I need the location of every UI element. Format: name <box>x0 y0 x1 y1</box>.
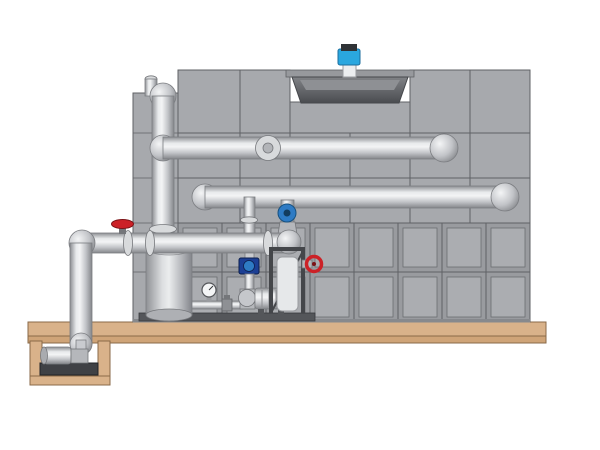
riser-pipe <box>144 75 177 239</box>
drop-pipes <box>240 196 298 239</box>
red-butterfly-handle <box>111 219 134 229</box>
sump-pit <box>29 340 111 386</box>
device-body <box>337 48 361 66</box>
tank-base-shadow <box>133 319 530 323</box>
concrete-slab <box>27 321 547 344</box>
sump-pump <box>40 339 89 365</box>
device-cap <box>341 44 357 51</box>
red-handwheel-valve <box>304 254 324 274</box>
vertical-suction-pipe <box>69 242 93 356</box>
upper-distribution-pipe <box>149 133 459 163</box>
small-valve <box>221 298 233 312</box>
equipment-frame <box>269 247 324 314</box>
float-device <box>337 44 361 78</box>
pipe-elbow <box>490 182 520 212</box>
skid-base <box>138 312 316 322</box>
suction-line <box>191 300 243 310</box>
booster-pump-skid <box>191 247 324 314</box>
pipe-elbow <box>429 133 459 163</box>
middle-distribution-pipe <box>191 182 520 212</box>
pump-plinth <box>39 362 99 376</box>
bladder-tank <box>276 256 299 312</box>
